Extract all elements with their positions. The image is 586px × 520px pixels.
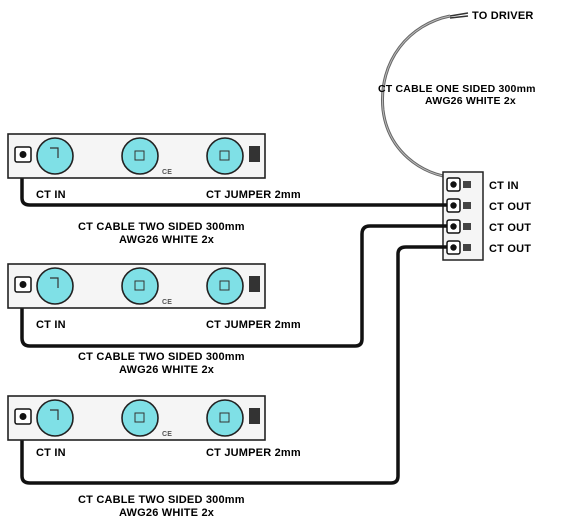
svg-text:CE: CE: [162, 169, 172, 176]
wire-end-1: [449, 12, 469, 17]
module-2-ct-in-label: CT IN: [36, 319, 66, 331]
driver-cable-label-line1: CT CABLE ONE SIDED 300mm: [378, 83, 536, 95]
module-3-cable-label-line1: CT CABLE TWO SIDED 300mm: [78, 494, 245, 506]
led: [206, 137, 244, 175]
module-2-cable-label-line2: AWG26 WHITE 2x: [119, 364, 215, 376]
led: [206, 399, 244, 437]
to-driver-label: TO DRIVER: [472, 10, 534, 22]
led: [121, 267, 159, 305]
interconnect-cables: [20, 168, 447, 485]
led: [121, 137, 159, 175]
svg-text:CE: CE: [162, 299, 172, 306]
jumper-connector: [249, 408, 260, 424]
cable-module-1: [20, 168, 447, 207]
led-module-1: CE: [7, 133, 266, 179]
cable-module-2: [20, 224, 447, 348]
module-3-ct-in-label: CT IN: [36, 447, 66, 459]
ct-hub: [442, 171, 484, 261]
led: [121, 399, 159, 437]
hub-port-2: [446, 198, 471, 213]
cable-module-3: [20, 245, 447, 485]
hub-port-label-2: CT OUT: [489, 201, 531, 213]
module-2-jumper-label: CT JUMPER 2mm: [206, 319, 301, 331]
led-module-3: CE: [7, 395, 266, 441]
wire-end-2: [449, 15, 469, 19]
driver-cable-wire-highlight: [382, 15, 457, 179]
hub-port-label-3: CT OUT: [489, 222, 531, 234]
module-3-jumper-label: CT JUMPER 2mm: [206, 447, 301, 459]
led-module-2: CE: [7, 263, 266, 309]
led: [206, 267, 244, 305]
led: [36, 137, 74, 175]
module-1-cable-label-line2: AWG26 WHITE 2x: [119, 234, 215, 246]
led: [36, 267, 74, 305]
hub-port-label-4: CT OUT: [489, 243, 531, 255]
module-1-cable-label-line1: CT CABLE TWO SIDED 300mm: [78, 221, 245, 233]
jumper-connector: [249, 146, 260, 162]
jumper-connector: [249, 276, 260, 292]
svg-text:CE: CE: [162, 431, 172, 438]
module-1-jumper-label: CT JUMPER 2mm: [206, 189, 301, 201]
hub-port-4: [446, 240, 471, 255]
hub-port-label-1: CT IN: [489, 180, 519, 192]
module-3-cable-label-line2: AWG26 WHITE 2x: [119, 507, 215, 519]
module-1-ct-in-label: CT IN: [36, 189, 66, 201]
driver-cable: [381, 12, 469, 180]
led: [36, 399, 74, 437]
hub-port-1: [446, 177, 471, 192]
module-2-cable-label-line1: CT CABLE TWO SIDED 300mm: [78, 351, 245, 363]
driver-cable-label-line2: AWG26 WHITE 2x: [425, 95, 516, 107]
